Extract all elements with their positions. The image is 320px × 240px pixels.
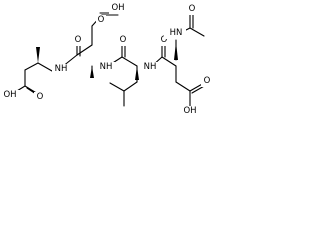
bond bbox=[121, 56, 138, 67]
bond bbox=[189, 27, 205, 37]
atom-label-oh-bottom: OH bbox=[183, 106, 196, 116]
atom-label-oh-left: OH bbox=[3, 90, 16, 100]
wedge-bond bbox=[135, 66, 139, 80]
wedge-bond bbox=[36, 47, 40, 63]
atom-label-nh-1: NH bbox=[55, 64, 68, 74]
atom-label-nh-2: NH bbox=[100, 62, 113, 72]
atom-label-o-bottom-carbonyl: O bbox=[204, 76, 211, 86]
wedges bbox=[36, 42, 178, 80]
atom-label-o-amide-1: O bbox=[75, 35, 82, 45]
bond bbox=[24, 62, 39, 71]
atom-label-hn-acetyl: HN bbox=[170, 28, 183, 38]
atom-label-o-amide-2: O bbox=[120, 35, 127, 45]
atom-label-nh-3: NH bbox=[144, 62, 157, 72]
atom-label-o-top-carbonyl: O bbox=[98, 15, 105, 25]
bond bbox=[161, 56, 177, 67]
bond bbox=[37, 62, 53, 72]
atom-label-oh-top: OH bbox=[111, 3, 124, 13]
wedge-bond bbox=[174, 42, 178, 60]
atom-label-o-acetyl: O bbox=[189, 4, 196, 14]
atom-label-o-amide-3: O bbox=[161, 35, 168, 45]
bond bbox=[76, 44, 93, 56]
wedge-bond bbox=[90, 66, 94, 78]
bond bbox=[175, 81, 191, 92]
bond bbox=[109, 82, 125, 92]
peptide-structure-diagram: OH O O O O O NH NH NH HN OH O OH O bbox=[0, 3, 213, 117]
bond bbox=[123, 81, 138, 92]
atom-label-o-left-carbonyl: O bbox=[37, 92, 44, 102]
atom-labels: OH O O O O O NH NH NH HN OH O OH O bbox=[0, 3, 213, 117]
